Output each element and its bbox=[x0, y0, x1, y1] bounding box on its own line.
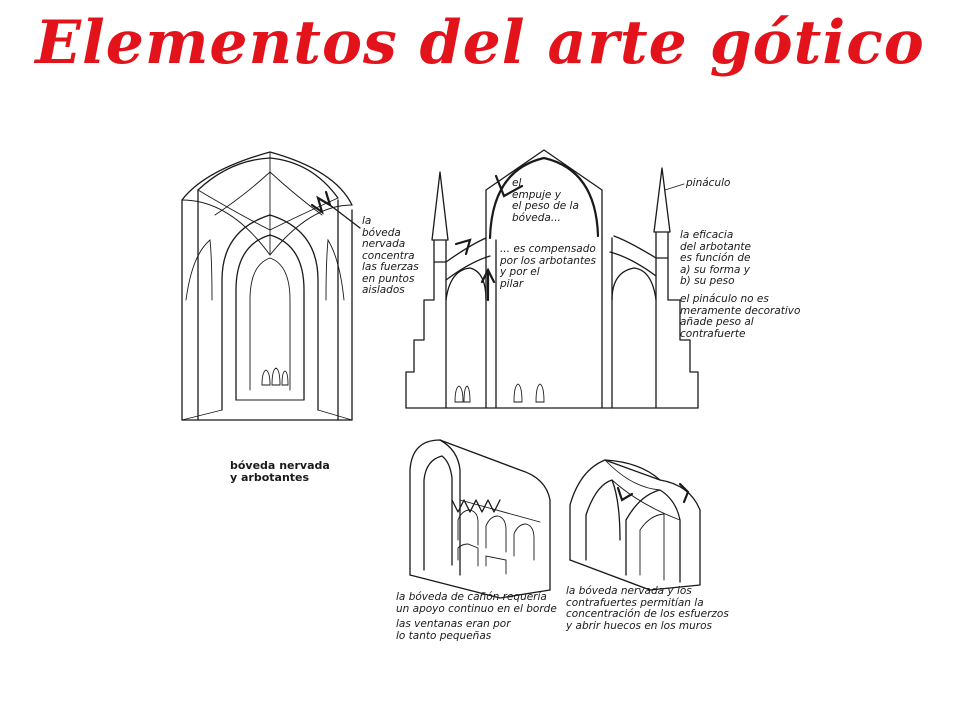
cathedral-cross-section bbox=[405, 149, 699, 409]
label-nervada-contrafuertes: la bóveda nervada y los contrafuertes pe… bbox=[566, 585, 729, 632]
label-empuje-peso: el empuje y el peso de la bóveda... bbox=[512, 177, 579, 224]
label-boveda-canon: la bóveda de cañón requería un apoyo con… bbox=[396, 591, 557, 642]
caption-boveda-arbotantes: bóveda nervada y arbotantes bbox=[230, 459, 330, 484]
page-title: Elementos del arte gótico bbox=[35, 8, 925, 78]
nave-interior-sketch bbox=[181, 151, 361, 421]
label-boveda-nervada: la bóveda nervada concentra las fuerzas … bbox=[362, 215, 419, 296]
label-eficacia: la eficacia del arbotante es función de … bbox=[680, 229, 752, 287]
label-pinaculo-decorativo: el pináculo no es meramente decorativo a… bbox=[680, 293, 801, 340]
label-compensado: ... es compensado por los arbotantes y p… bbox=[500, 243, 596, 290]
rib-vault-sketch bbox=[569, 459, 701, 591]
label-pinaculo: pináculo bbox=[686, 177, 731, 189]
barrel-vault-sketch bbox=[409, 439, 551, 599]
